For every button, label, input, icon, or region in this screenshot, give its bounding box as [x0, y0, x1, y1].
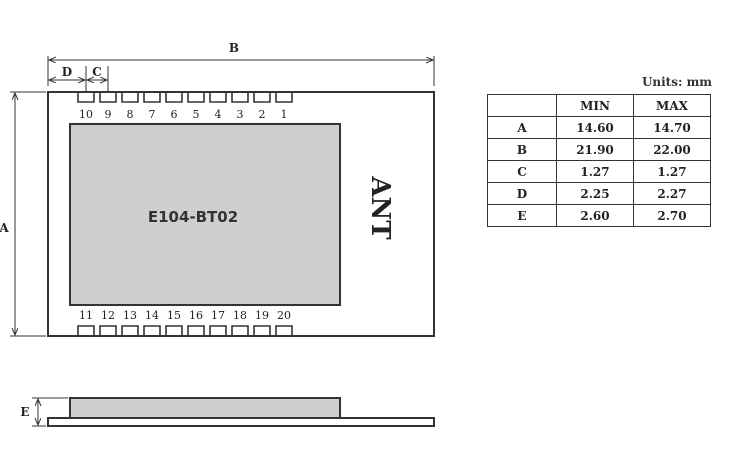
pin-number: 12	[101, 309, 115, 322]
castellated-pad	[209, 325, 227, 336]
pin-number: 13	[123, 309, 137, 322]
pin-number: 19	[255, 309, 269, 322]
castellated-pad	[209, 92, 227, 103]
pin-number: 6	[171, 108, 178, 121]
table-row: C 1.27 1.27	[487, 160, 711, 183]
table-cell: 21.90	[556, 138, 634, 161]
castellated-pad	[231, 92, 249, 103]
pin-number: 9	[105, 108, 112, 121]
table-cell: C	[487, 160, 557, 183]
table-cell: 1.27	[633, 160, 711, 183]
pin-number: 8	[127, 108, 134, 121]
castellated-pad	[187, 92, 205, 103]
table-cell: 2.70	[633, 204, 711, 227]
dimension-a: A	[0, 91, 46, 337]
castellated-pad	[77, 92, 95, 103]
dimension-e-label: E	[20, 405, 29, 419]
dimension-d: D	[49, 65, 87, 92]
castellated-pad	[253, 92, 271, 103]
side-shield	[69, 397, 341, 419]
dimension-b: B	[47, 41, 435, 86]
table-cell: 22.00	[633, 138, 711, 161]
dimension-b-label: B	[229, 41, 239, 55]
module-name: E104-BT02	[148, 208, 238, 226]
castellated-pad	[99, 325, 117, 336]
castellated-pad	[77, 325, 95, 336]
pin-number: 2	[259, 108, 266, 121]
castellated-pad	[143, 92, 161, 103]
table-cell: B	[487, 138, 557, 161]
table-cell: 14.70	[633, 116, 711, 139]
table-header-cell: MAX	[633, 94, 711, 117]
side-view	[47, 397, 435, 427]
pin-number: 3	[237, 108, 244, 121]
pin-number: 20	[277, 309, 291, 322]
table-header-cell: MIN	[556, 94, 634, 117]
castellated-pad	[99, 92, 117, 103]
bottom-pad-row: 11 12 13 14 15 16 17 18 19 20	[77, 309, 293, 336]
pin-number: 14	[145, 309, 159, 322]
table-cell: A	[487, 116, 557, 139]
table-row: D 2.25 2.27	[487, 182, 711, 205]
table-cell: E	[487, 204, 557, 227]
dimension-c: C	[87, 65, 109, 92]
units-label: Units: mm	[641, 75, 712, 89]
table-cell: 2.25	[556, 182, 634, 205]
dimension-d-label: D	[62, 65, 72, 79]
castellated-pad	[121, 325, 139, 336]
dimension-table: MIN MAX A 14.60 14.70 B 21.90 22.00 C 1.…	[487, 94, 711, 227]
table-row: B 21.90 22.00	[487, 138, 711, 161]
castellated-pad	[253, 325, 271, 336]
castellated-pad	[165, 92, 183, 103]
antenna-label: ANT	[365, 175, 395, 240]
table-row: A 14.60 14.70	[487, 116, 711, 139]
table-cell: 2.60	[556, 204, 634, 227]
castellated-pad	[165, 325, 183, 336]
pin-number: 10	[79, 108, 93, 121]
table-cell: 2.27	[633, 182, 711, 205]
pin-number: 18	[233, 309, 247, 322]
table-row: E 2.60 2.70	[487, 204, 711, 227]
pin-number: 15	[167, 309, 181, 322]
dimension-c-label: C	[92, 65, 102, 79]
table-cell: 14.60	[556, 116, 634, 139]
pin-number: 4	[215, 108, 222, 121]
pin-number: 11	[79, 309, 93, 322]
castellated-pad	[121, 92, 139, 103]
dimension-a-label: A	[0, 221, 9, 235]
table-header-row: MIN MAX	[487, 94, 711, 117]
table-cell: 1.27	[556, 160, 634, 183]
pin-number: 5	[193, 108, 200, 121]
castellated-pad	[143, 325, 161, 336]
shield-can	[69, 123, 341, 306]
pin-number: 1	[281, 108, 288, 121]
castellated-pad	[231, 325, 249, 336]
castellated-pad	[275, 92, 293, 103]
table-cell: D	[487, 182, 557, 205]
castellated-pad	[187, 325, 205, 336]
table-header-cell	[487, 94, 557, 117]
pin-number: 17	[211, 309, 225, 322]
pin-number: 16	[189, 309, 203, 322]
top-pad-row: 10 9 8 7 6 5 4 3 2 1	[77, 92, 293, 121]
dimension-e: E	[20, 397, 68, 427]
side-board	[47, 417, 435, 427]
pin-number: 7	[149, 108, 156, 121]
castellated-pad	[275, 325, 293, 336]
